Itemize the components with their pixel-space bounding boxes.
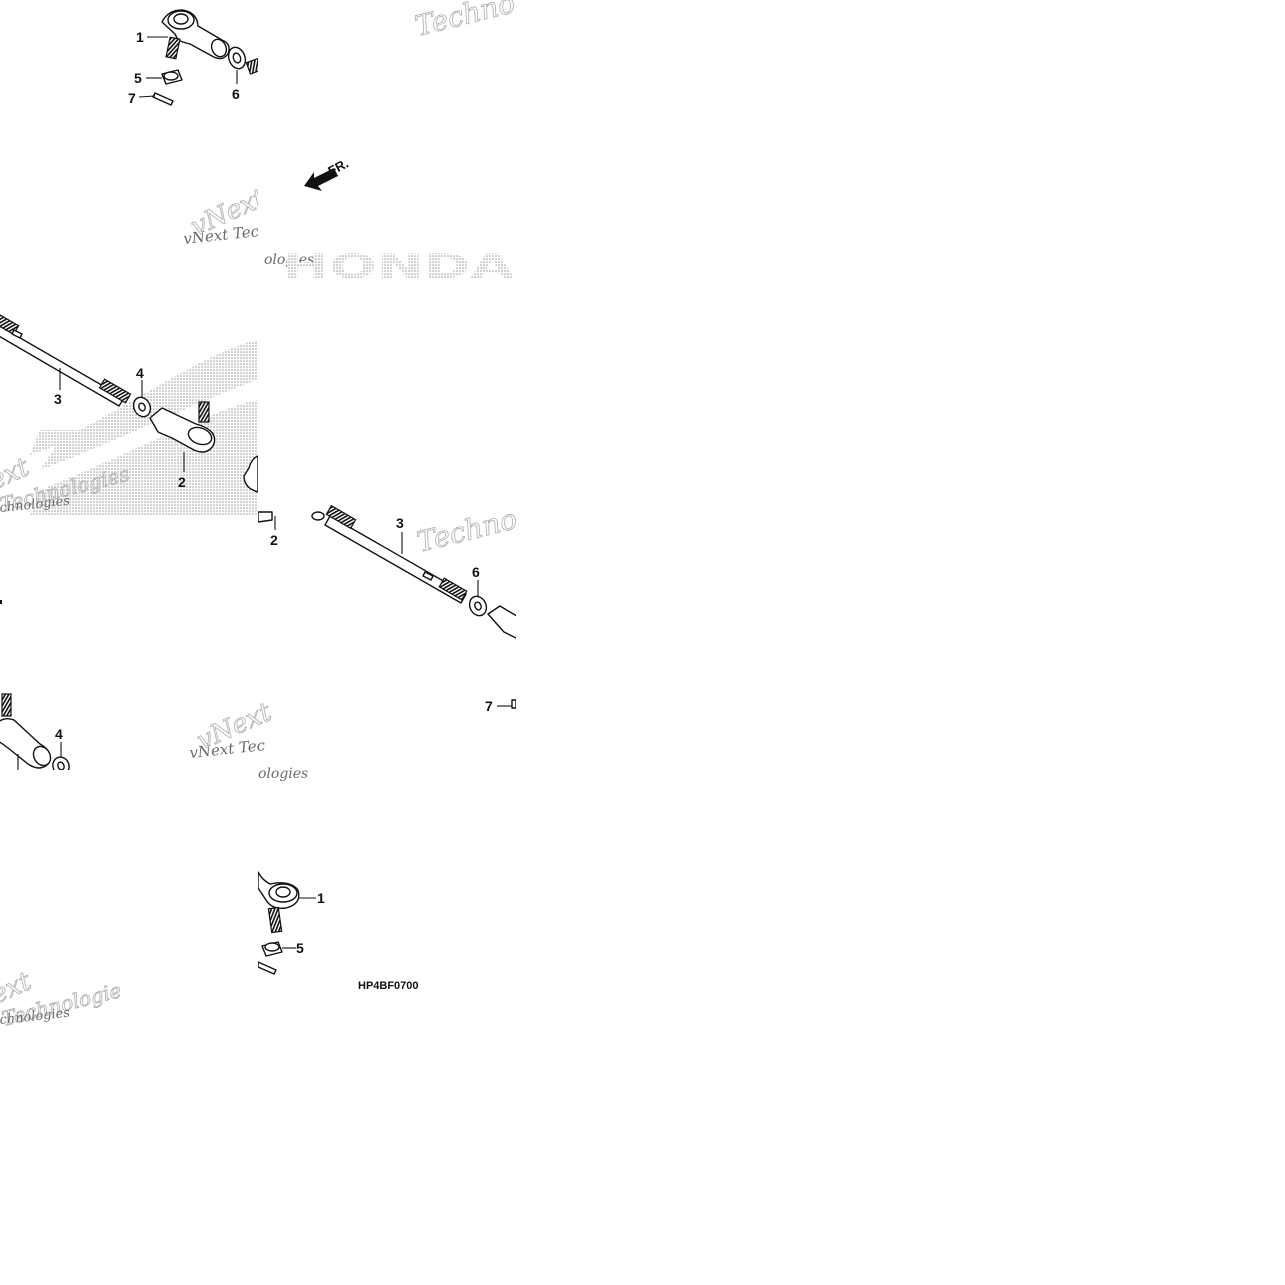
front-arrow-icon: FR. [304,156,351,191]
tile-e2: ext Technologies chnologies [0,966,120,1030]
watermark-text: Techno [412,0,519,43]
callout-5: 5 [134,70,142,86]
callout-1: 1 [136,29,144,45]
lock-nut-icon [52,756,70,770]
callout-6: 6 [472,564,480,580]
watermark-text: Techno [414,502,521,559]
callout-4: 4 [55,726,63,742]
tie-rod-end-icon [0,693,52,770]
lock-nut-icon [227,46,258,75]
callout-2: 2 [270,532,278,548]
tile-a: 1 5 7 6 vNext Tec vNext [128,9,258,248]
callout-3: 3 [54,391,62,407]
tie-rod-end-icon [149,401,258,493]
watermark-text: ologies [264,252,314,268]
tile-a2: Techno FR. ologies HONDA [264,0,519,287]
callout-4: 4 [136,365,144,381]
callout-5: 5 [296,940,304,956]
watermark-text: chnologies [0,1006,71,1028]
cotter-pin-icon [152,92,174,106]
tile-e: 1 5 HP4BF0700 [258,871,419,992]
tile-c: 2 3 6 7 Techno [258,502,521,714]
reference-code: HP4BF0700 [358,980,419,992]
callout-1: 1 [317,890,325,906]
callout-6: 6 [232,86,240,102]
edge-marks [0,600,2,604]
callout-7: 7 [485,698,493,714]
tile-b: 3 4 2 ext Technologies chnologies [0,310,258,516]
tile-d: 4 [0,693,70,770]
callout-2: 2 [178,474,186,490]
tie-rod-icon [0,310,132,407]
watermark-text: chnologies [0,494,71,516]
callout-7: 7 [128,90,136,106]
watermark-brand: HONDA [282,247,515,287]
cotter-pin-icon [258,961,277,975]
tie-rod-icon [324,504,468,604]
tie-rod-end-icon [258,871,300,934]
lock-nut-icon [468,595,488,617]
tile-d2: vNext Tec vNext ologies [189,700,309,782]
castle-nut-icon [161,69,183,85]
lock-nut-icon [132,396,152,418]
callout-3: 3 [396,515,404,531]
castle-nut-icon [261,941,283,957]
watermark-text: ologies [258,766,308,782]
tie-rod-end-icon [161,9,230,60]
